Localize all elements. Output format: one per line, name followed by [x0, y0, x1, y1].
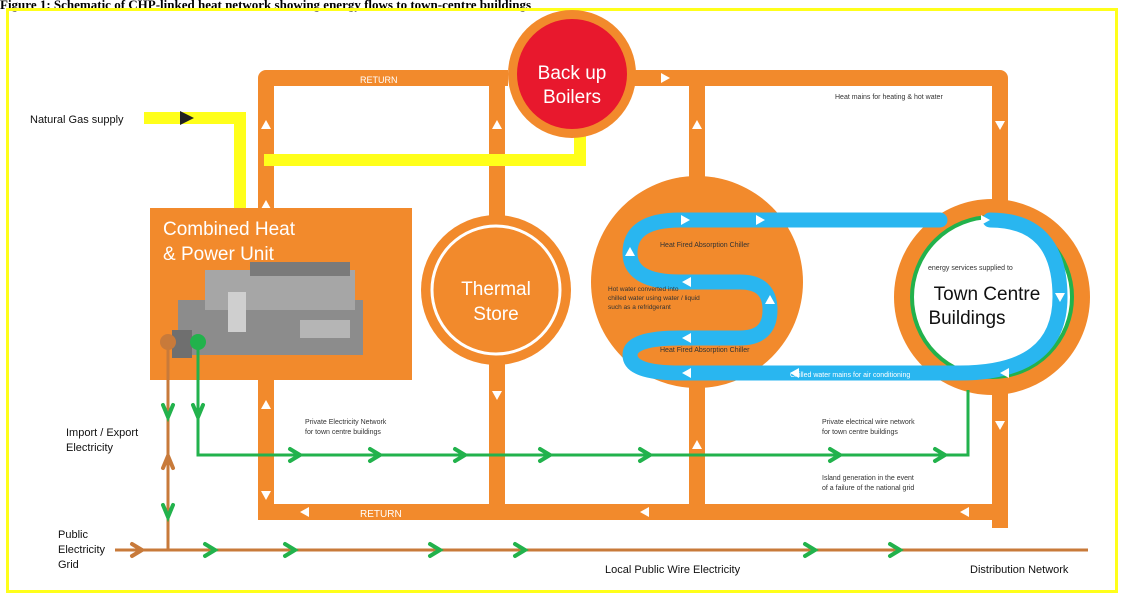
- hot-water-label-3: such as a refridgerant: [608, 304, 671, 311]
- boilers-label-2: Boilers: [543, 87, 601, 108]
- chilled-arrow: [682, 368, 691, 378]
- chilled-water-serpentine: [622, 212, 1068, 381]
- pipe-arrow-up: [261, 120, 271, 129]
- chilled-water-loop: [622, 212, 1068, 381]
- chilled-arrow: [682, 333, 691, 343]
- public-grid-label-3: Grid: [58, 559, 79, 571]
- private-network-line: [196, 342, 970, 457]
- chilled-arrow: [681, 215, 690, 225]
- chilled-arrow: [625, 247, 635, 256]
- distribution-network-label: Distribution Network: [970, 564, 1069, 576]
- green-flow-arrows: [161, 403, 949, 558]
- gas-flow-arrow: [180, 111, 194, 125]
- pipe-arrow-up: [692, 120, 702, 129]
- private-wire-label-2: for town centre buildings: [822, 429, 898, 436]
- pipe-arrow-up: [261, 200, 271, 209]
- chilled-arrow: [682, 277, 691, 287]
- heat-mains-label: Heat mains for heating & hot water: [835, 94, 943, 101]
- chp-label-2: & Power Unit: [163, 244, 275, 265]
- chp-label-1: Combined Heat: [163, 219, 296, 240]
- pipe-arrow-down: [261, 491, 271, 500]
- pipe-arrow-down: [995, 121, 1005, 130]
- hot-water-label-2: chilled water using water / liquid: [608, 295, 700, 302]
- thermal-store-ring: [421, 215, 571, 365]
- import-export-label-2: Electricity: [66, 442, 114, 454]
- absorption-chiller-top-label: Heat Fired Absorption Chiller: [660, 242, 750, 249]
- public-grid-label-1: Public: [58, 529, 88, 541]
- chilled-arrow: [1055, 293, 1065, 302]
- pipe-arrow-up: [692, 440, 702, 449]
- private-network-label-2: for town centre buildings: [305, 429, 381, 436]
- brown-flow-arrows: [130, 450, 175, 558]
- town-centre-label-1: Town Centre: [934, 284, 1041, 305]
- local-wire-label: Local Public Wire Electricity: [605, 564, 741, 576]
- private-network-label-1: Private Electricity Network: [305, 419, 387, 426]
- island-generation-label-1: Island generation in the event: [822, 475, 914, 482]
- pipe-arrow-left: [960, 507, 969, 517]
- pipe-arrow-up: [261, 400, 271, 409]
- thermal-store-label-2: Store: [473, 304, 518, 325]
- chilled-arrow: [981, 215, 990, 225]
- chilled-water-label: Chilled water mains for air conditioning: [790, 372, 910, 379]
- chilled-arrow: [765, 295, 775, 304]
- island-generation-label-2: of a failure of the national grid: [822, 485, 914, 492]
- natural-gas-label: Natural Gas supply: [30, 114, 124, 126]
- thermal-store-label-1: Thermal: [461, 279, 531, 300]
- engine-icon: [172, 262, 363, 358]
- return-top-label: RETURN: [360, 75, 398, 85]
- chilled-water-arrows: [625, 215, 1065, 378]
- pipe-arrow-left: [640, 507, 649, 517]
- diagram-frame: [6, 8, 1118, 593]
- energy-services-label: energy services supplied to: [928, 265, 1013, 272]
- pipe-arrow-down: [492, 391, 502, 400]
- boilers-label-1: Back up: [538, 63, 607, 84]
- chilled-arrow: [756, 215, 765, 225]
- chilled-arrow: [790, 368, 799, 378]
- private-wire-label-1: Private electrical wire network: [822, 419, 915, 426]
- chilled-arrow: [1000, 368, 1009, 378]
- pipe-arrow-up: [492, 120, 502, 129]
- pipe-flow-arrows: [261, 73, 1005, 517]
- return-bottom-label: RETURN: [360, 509, 402, 520]
- import-export-label-1: Import / Export: [66, 427, 138, 439]
- public-grid-label-2: Electricity: [58, 544, 106, 556]
- gas-to-boilers-line: [264, 134, 586, 166]
- pipe-arrow-right: [661, 73, 670, 83]
- pipe-arrow-down: [995, 421, 1005, 430]
- absorption-chiller-bottom-label: Heat Fired Absorption Chiller: [660, 347, 750, 354]
- cropped-caption: Figure 1: Schematic of CHP-linked heat n…: [0, 0, 532, 12]
- boilers-core: [517, 19, 627, 129]
- hot-water-label-1: Hot water converted into: [608, 286, 679, 293]
- pipe-arrow-left: [300, 507, 309, 517]
- thermal-store-inner-line: [430, 224, 562, 356]
- town-centre-label-2: Buildings: [928, 308, 1005, 329]
